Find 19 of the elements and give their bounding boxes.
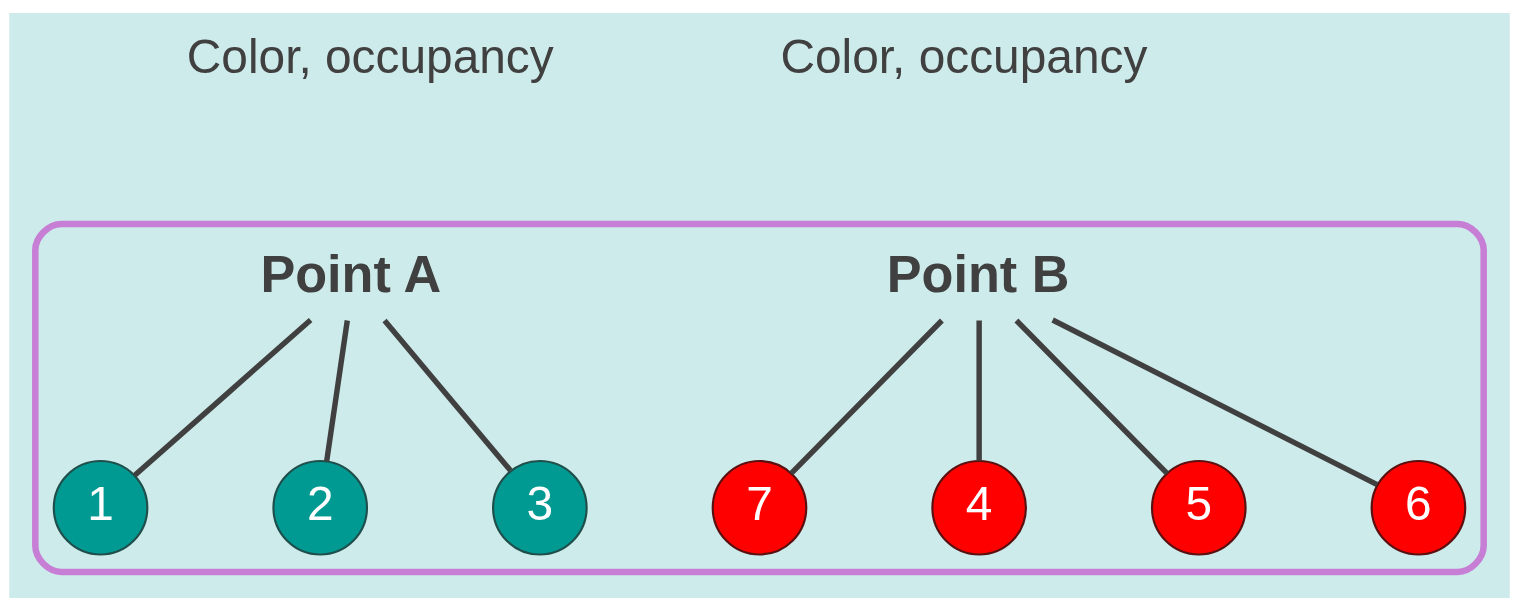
- node-text: Point B: [886, 244, 1070, 303]
- node-circle: 7: [711, 459, 808, 556]
- label: Color, occupancy: [186, 29, 554, 83]
- connector: [1014, 318, 1169, 475]
- node-circle: 1: [52, 459, 149, 556]
- connector: [789, 318, 944, 475]
- connector: [976, 320, 982, 461]
- node-circle: 2: [272, 459, 369, 556]
- connector: [323, 319, 350, 462]
- node-circle: 6: [1370, 459, 1467, 556]
- node-circle: 5: [1150, 459, 1247, 556]
- cluster: [32, 220, 1487, 575]
- connector: [382, 318, 513, 472]
- node-text: Point A: [260, 244, 442, 303]
- connector: [133, 317, 313, 477]
- label: Color, occupancy: [780, 29, 1148, 83]
- node-circle: 3: [492, 459, 588, 556]
- connector: [1051, 317, 1379, 487]
- node-circle: 4: [931, 459, 1027, 556]
